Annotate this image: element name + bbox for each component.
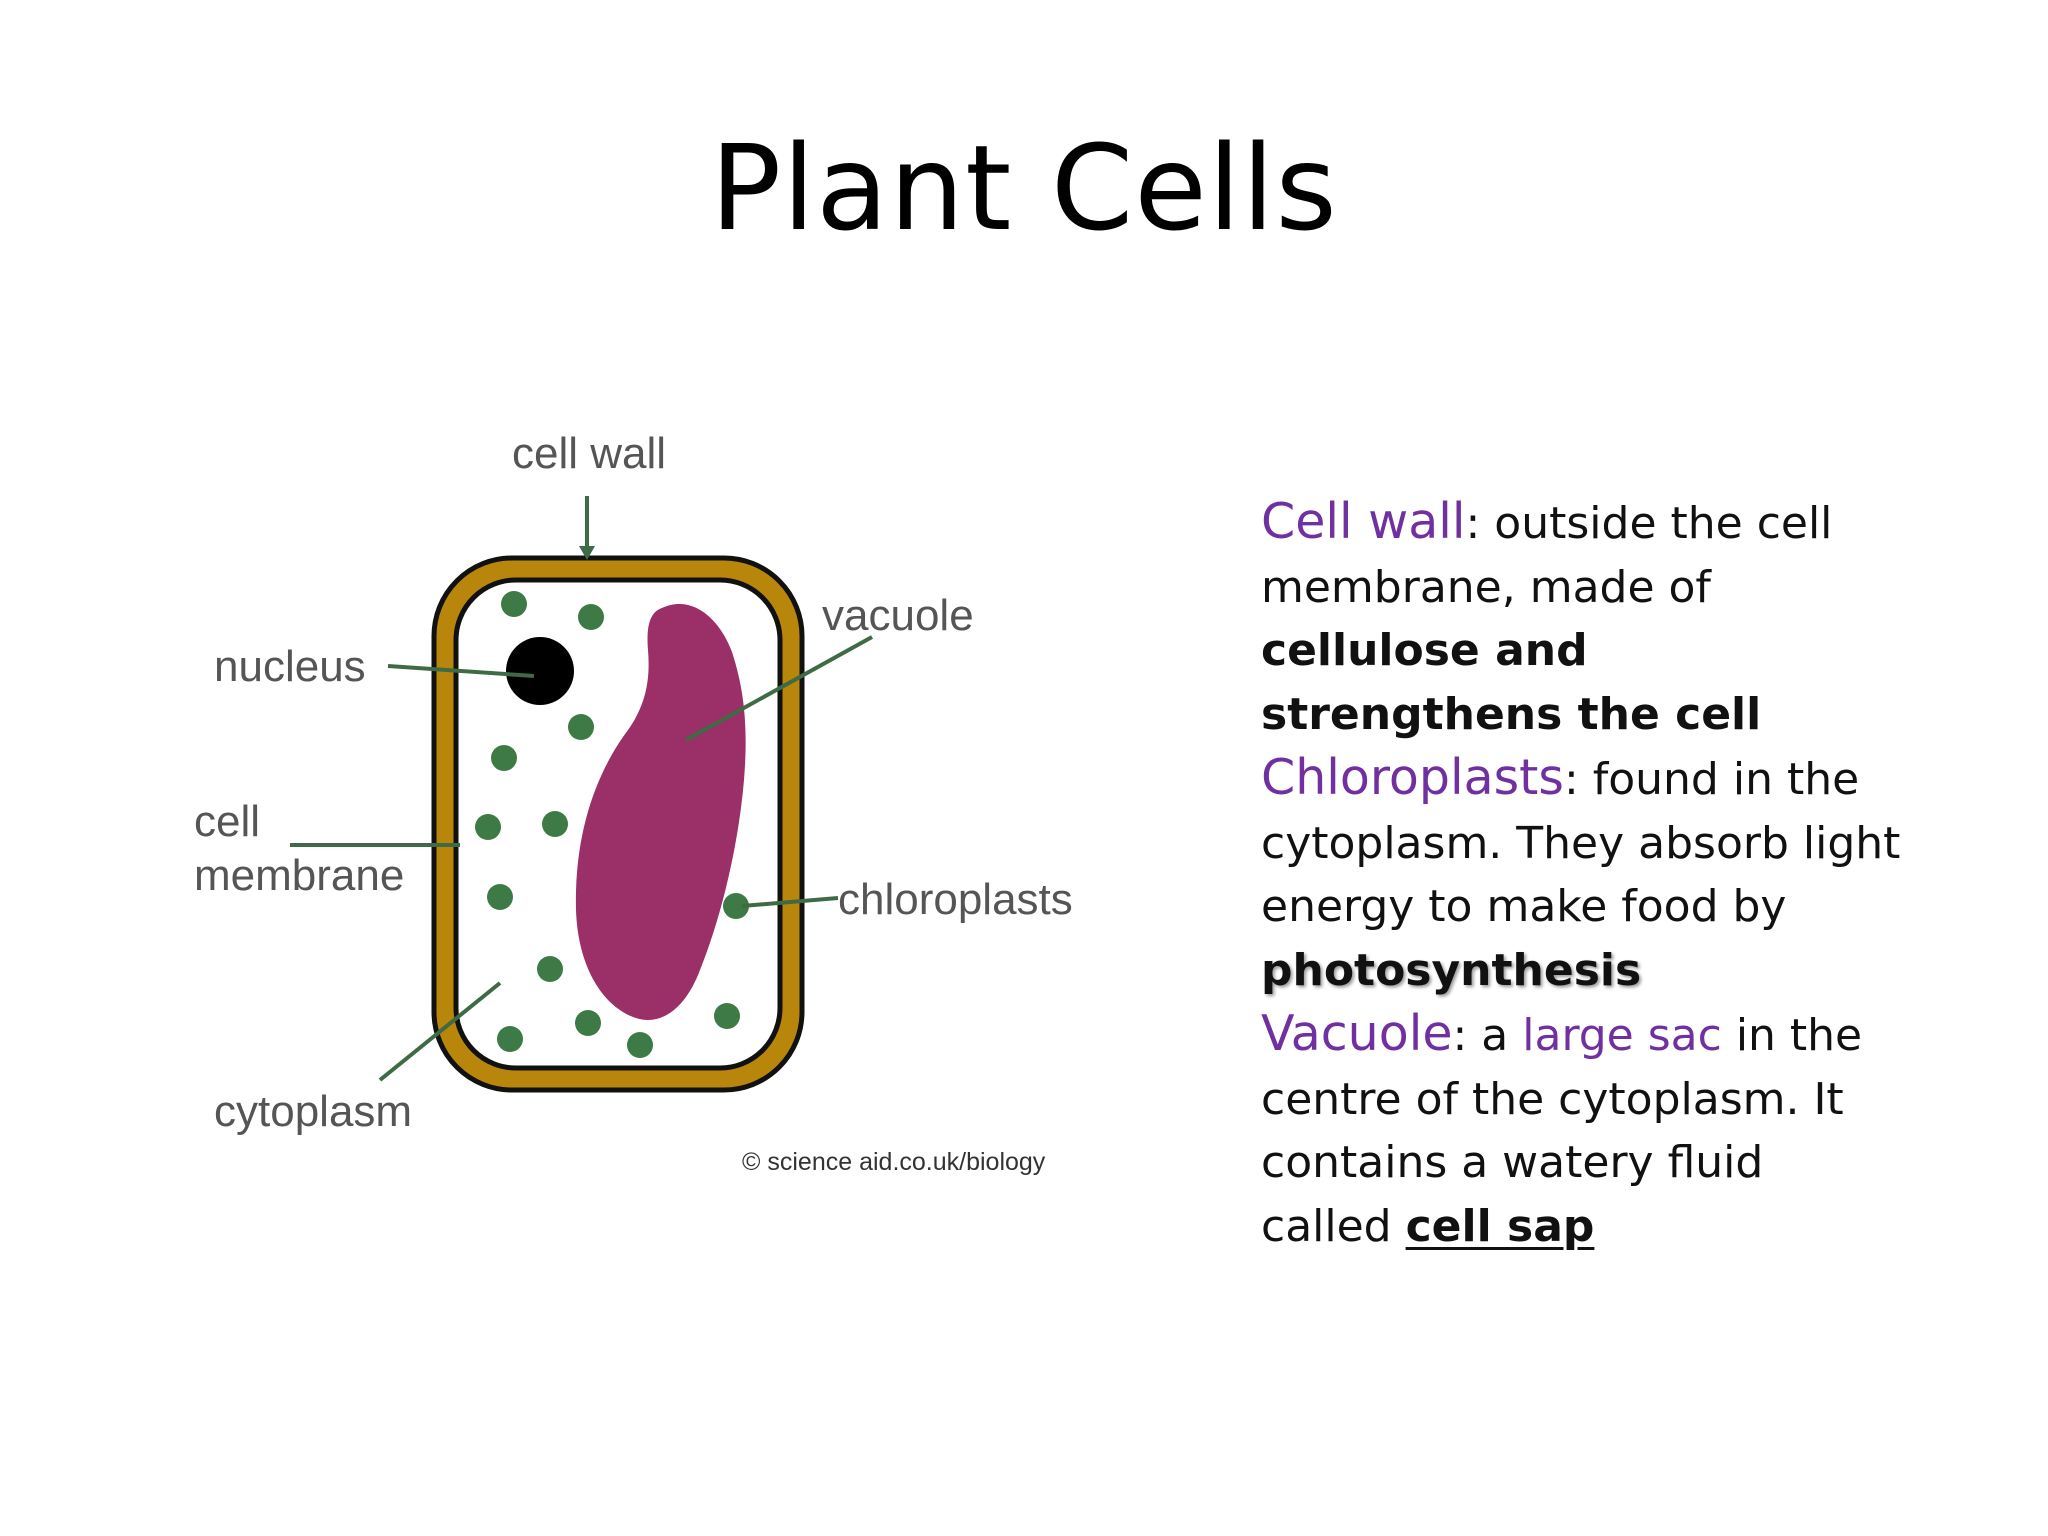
chloroplast-dot (568, 714, 594, 740)
vacuole-shape (575, 604, 746, 1020)
nucleus-shape (506, 637, 574, 705)
cell-membrane-label-line1: cell (194, 797, 260, 846)
chloroplast-dot (575, 1010, 601, 1036)
cell-sap-bold: cell sap (1405, 1200, 1595, 1252)
chloroplast-dot (578, 604, 604, 630)
chloroplast-dot (475, 814, 501, 840)
chloroplast-dot (714, 1003, 740, 1029)
cell-wall-text: : outside the cell membrane, made of (1261, 498, 1833, 613)
pointer-lines (290, 496, 873, 1082)
chloroplasts-pointer (741, 896, 839, 908)
cytoplasm-pointer (378, 981, 502, 1082)
large-sac-highlight: large sac (1522, 1010, 1722, 1061)
chloroplast-group (475, 591, 749, 1058)
chloroplasts-term: Chloroplasts (1261, 749, 1564, 806)
photosynthesis-bold: photosynthesis (1261, 944, 1642, 996)
chloroplast-dot (487, 884, 513, 910)
chloroplasts-description: Chloroplasts: found in the cytoplasm. Th… (1261, 746, 1901, 1002)
chloroplast-dot (542, 811, 568, 837)
slide-title: Plant Cells (710, 119, 1338, 257)
cell-wall-description: Cell wall: outside the cell membrane, ma… (1261, 490, 1901, 746)
chloroplast-dot (491, 745, 517, 771)
cell-membrane-label-line2: membrane (194, 851, 404, 900)
nucleus-label: nucleus (214, 642, 366, 691)
diagram-credit: © science aid.co.uk/biology (742, 1148, 1046, 1176)
cell-wall-bold: cellulose and strengthens the cell (1261, 625, 1762, 740)
plant-cell-diagram: cell wall nucleus vacuole cell membrane … (194, 430, 1073, 1176)
chloroplast-dot (723, 893, 749, 919)
chloroplasts-label: chloroplasts (838, 875, 1073, 924)
chloroplast-dot (627, 1032, 653, 1058)
chloroplast-dot (501, 591, 527, 617)
vacuole-description: Vacuole: a large sac in the centre of th… (1261, 1002, 1901, 1258)
vacuole-pointer (685, 635, 873, 742)
chloroplasts-text: : found in the cytoplasm. They absorb li… (1261, 754, 1901, 932)
description-panel: Cell wall: outside the cell membrane, ma… (1261, 490, 1901, 1258)
chloroplast-dot (497, 1026, 523, 1052)
cell-wall-term: Cell wall (1261, 493, 1466, 550)
cytoplasm-label: cytoplasm (214, 1087, 412, 1136)
cell-wall-arrowhead (579, 546, 595, 560)
vacuole-text-2: in the centre of the cytoplasm. It conta… (1261, 1010, 1863, 1252)
chloroplast-dot (537, 956, 563, 982)
nucleus-pointer (387, 664, 535, 678)
cell-wall-label: cell wall (512, 430, 666, 478)
vacuole-term: Vacuole (1261, 1005, 1453, 1062)
vacuole-text-1: : a (1452, 1010, 1523, 1061)
vacuole-label: vacuole (822, 591, 974, 640)
